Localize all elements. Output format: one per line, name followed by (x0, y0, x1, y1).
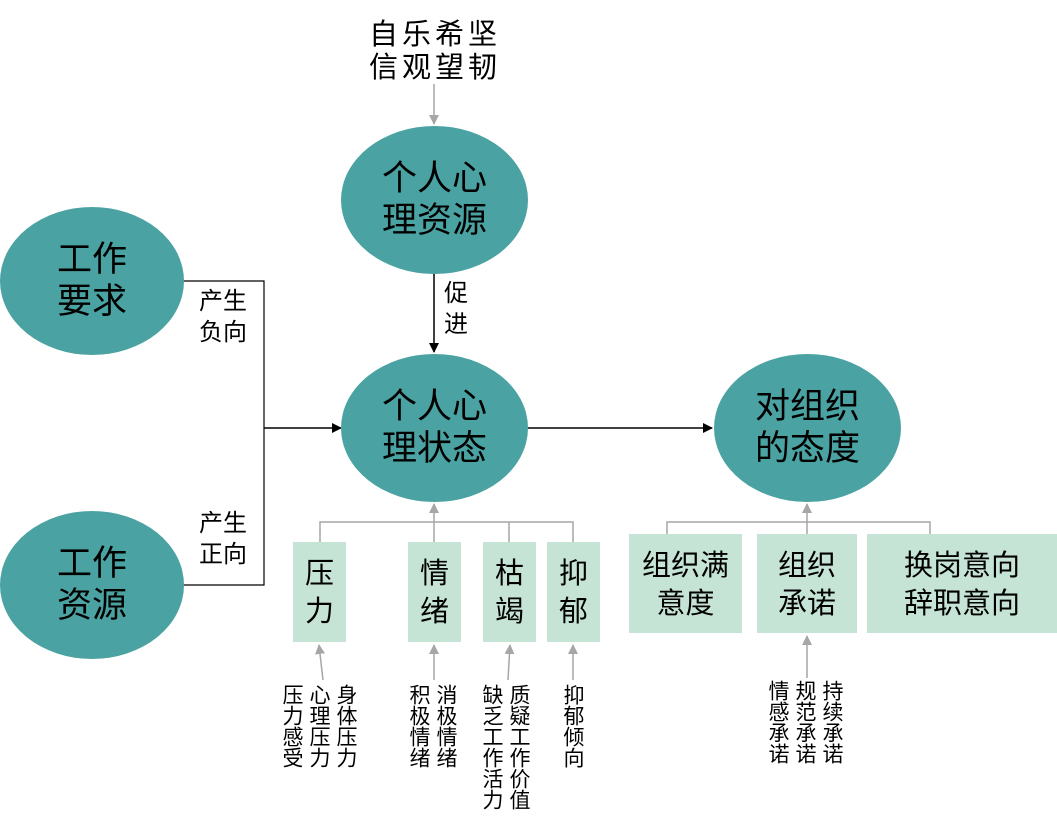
sub-item: 缺乏工作活力 (480, 684, 504, 810)
arrow-pressure-sub (315, 644, 325, 681)
node-org-attitude: 对组织的态度 (714, 354, 901, 502)
sub-item: 心理压力 (307, 684, 331, 768)
label-negative: 产生负向 (199, 287, 247, 346)
sub-depression: 抑郁倾向 (561, 684, 585, 768)
label-positive: 产生正向 (199, 509, 247, 568)
node-psych-state: 个人心理状态 (341, 354, 528, 502)
bracket-state-boxes (319, 521, 574, 542)
node-job-resources: 工作资源 (0, 511, 184, 659)
node-psych-resources: 个人心理资源 (341, 126, 528, 274)
bracket-attitude-boxes (666, 521, 931, 534)
box-turnover-intent: 换岗意向辞职意向 (867, 534, 1057, 633)
sub-commitment: 持续承诺 规范承诺 情感承诺 (766, 680, 844, 764)
label-promote: 促进 (444, 279, 468, 338)
node-job-demands: 工作要求 (0, 207, 184, 355)
sub-item: 质疑工作价值 (507, 684, 531, 810)
bracket-job (184, 280, 265, 586)
sub-item: 消极情绪 (434, 684, 458, 768)
box-burnout: 枯竭 (483, 542, 536, 642)
sub-item: 压力感受 (280, 684, 304, 768)
sub-item: 抑郁倾向 (561, 684, 585, 768)
sub-item: 情感承诺 (766, 680, 790, 764)
box-pressure: 压力 (293, 542, 346, 642)
box-emotion: 情绪 (408, 542, 461, 642)
sub-item: 规范承诺 (793, 680, 817, 764)
box-depression: 抑郁 (547, 542, 600, 642)
top-label: 自乐希坚 信观望韧 (368, 17, 501, 84)
sub-pressure: 身体压力 心理压力 压力感受 (280, 684, 358, 768)
sub-item: 持续承诺 (820, 680, 844, 764)
box-org-satisfaction: 组织满意度 (629, 534, 742, 633)
sub-item: 积极情绪 (407, 684, 431, 768)
sub-emotion: 消极情绪 积极情绪 (407, 684, 458, 768)
box-org-commitment: 组织承诺 (757, 534, 857, 633)
sub-burnout: 质疑工作价值 缺乏工作活力 (480, 684, 531, 810)
sub-item: 身体压力 (334, 684, 358, 768)
arrow-burnout-sub (504, 644, 515, 681)
